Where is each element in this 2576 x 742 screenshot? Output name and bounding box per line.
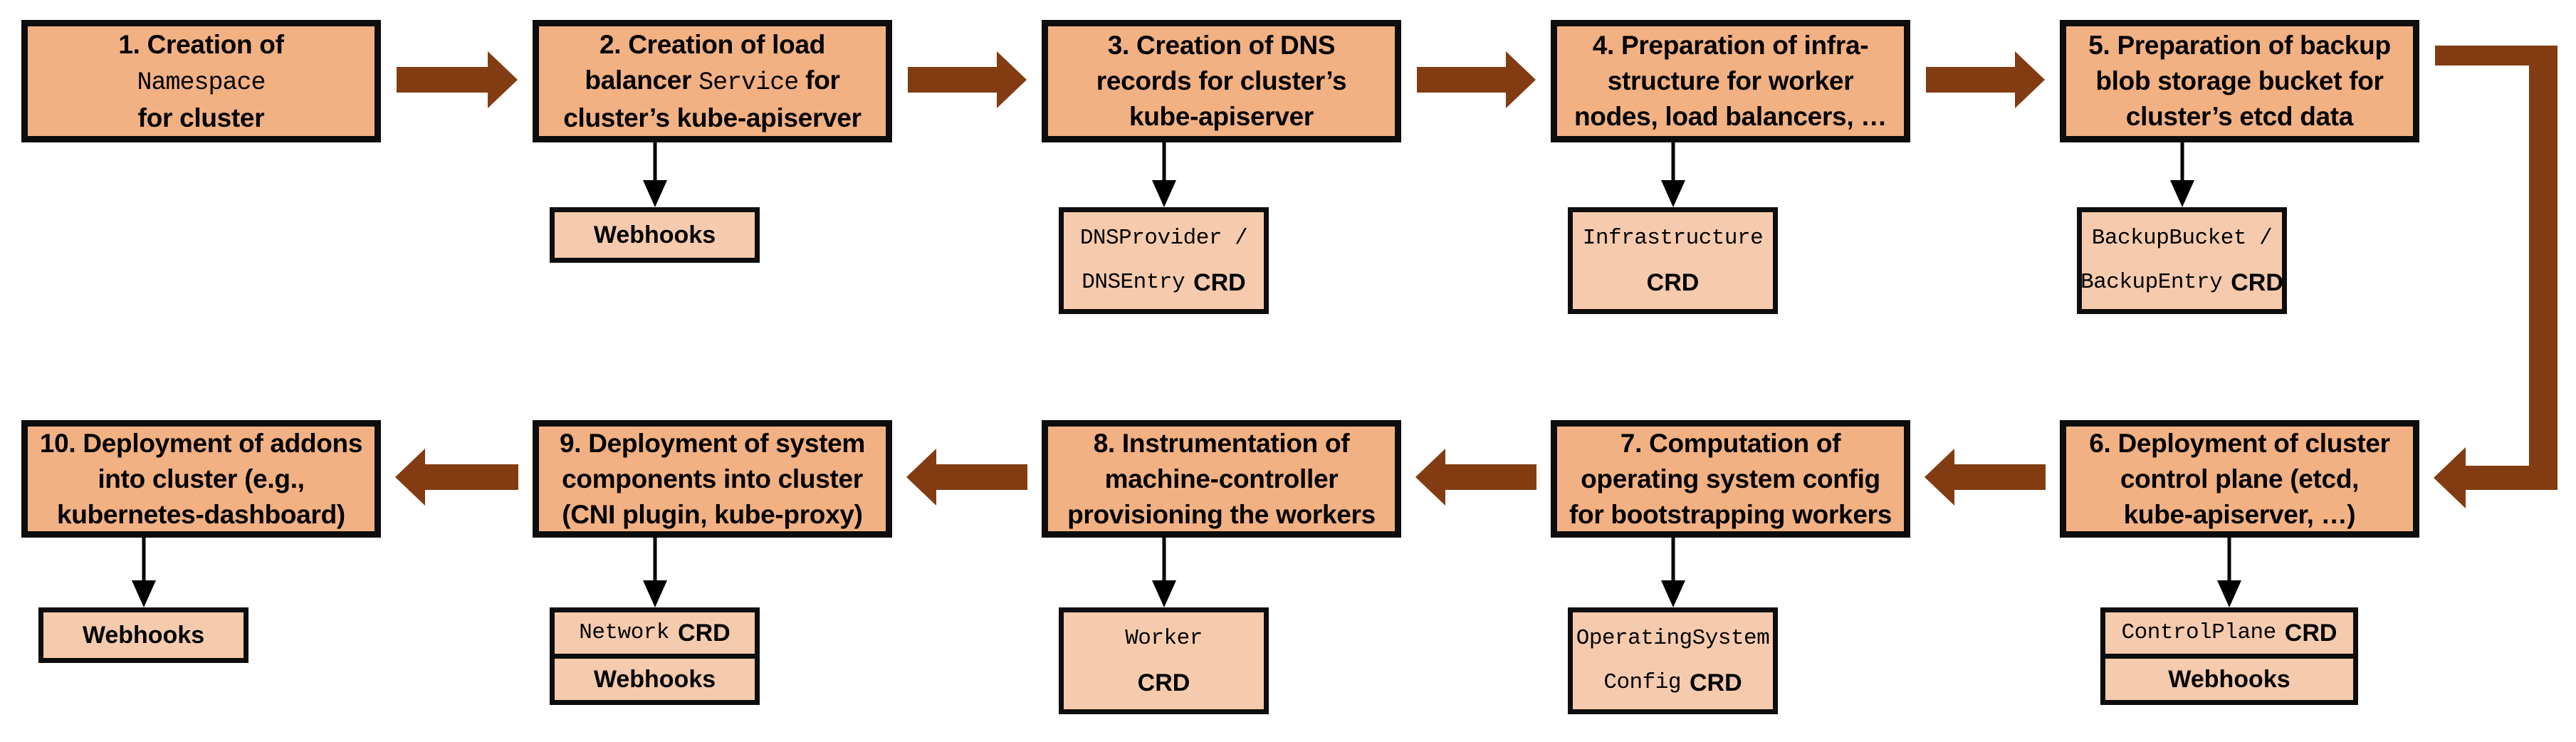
- namespace-code-text: Namespace: [137, 68, 266, 97]
- step-8-box: 8. Instrumentation of machine-controller…: [1042, 420, 1401, 538]
- step-9-line-3: (CNI plugin, kube-proxy): [562, 499, 863, 529]
- step-10-box: 10. Deployment of addons into cluster (e…: [21, 420, 381, 538]
- connector-step10-webhooks-icon: [132, 536, 156, 607]
- step-4-box: 4. Preparation of infra- structure for w…: [1551, 20, 1910, 142]
- flow-arrow-step9-to-step10-icon: [395, 449, 518, 506]
- step-9-line-1: 9. Deployment of system: [559, 428, 865, 458]
- dnsprovider-label: DNSProvider /: [1079, 226, 1248, 251]
- step-5-label: 5. Preparation of backup blob storage bu…: [2088, 28, 2391, 135]
- step-1-label: 1. Creation of Namespace for cluster: [118, 27, 284, 136]
- step-6-line-2: control plane (etcd,: [2120, 464, 2360, 493]
- step-5-line-3: cluster’s etcd data: [2125, 102, 2354, 131]
- worker-crd-box: Worker CRD: [1059, 607, 1269, 714]
- webhooks-label: Webhooks: [593, 666, 716, 693]
- flow-arrow-step3-to-step4-icon: [1417, 51, 1536, 108]
- step-6-line-3: kube-apiserver, …): [2123, 499, 2356, 529]
- connector-step4-infrastructure-crd-icon: [1661, 141, 1685, 207]
- step-10-line-3: kubernetes-dashboard): [57, 499, 345, 529]
- connector-step2-webhooks-icon: [643, 141, 667, 207]
- infrastructure-label: Infrastructure: [1582, 226, 1764, 251]
- worker-label: Worker: [1125, 626, 1203, 651]
- connector-step3-dns-crd-icon: [1152, 141, 1176, 207]
- step-6-line-1: 6. Deployment of cluster: [2089, 428, 2390, 458]
- step-9-label: 9. Deployment of system components into …: [560, 426, 865, 533]
- step-2-label: 2. Creation of load balancer Service for…: [563, 27, 862, 136]
- step-6-box: 6. Deployment of cluster control plane (…: [2060, 420, 2419, 538]
- step-8-label: 8. Instrumentation of machine-controller…: [1067, 426, 1376, 533]
- step-8-line-2: machine-controller: [1104, 464, 1339, 493]
- worker-crd-label: CRD: [1137, 669, 1190, 696]
- step-1-line-2: Namespace: [118, 63, 283, 100]
- flow-arrow-step4-to-step5-icon: [1926, 51, 2045, 108]
- connector-step6-controlplane-crd-icon: [2217, 536, 2241, 607]
- webhooks-label: Webhooks: [82, 622, 205, 649]
- step-6-label: 6. Deployment of cluster control plane (…: [2089, 426, 2390, 533]
- step-2-line-3: cluster’s kube-apiserver: [563, 103, 862, 132]
- step-10-line-2: into cluster (e.g.,: [98, 464, 305, 493]
- step-6-webhooks-box: Webhooks: [2100, 654, 2358, 705]
- step-7-box: 7. Computation of operating system confi…: [1551, 420, 1910, 538]
- step-7-line-1: 7. Computation of: [1620, 428, 1841, 458]
- flow-arrow-step8-to-step9-icon: [906, 449, 1027, 506]
- connector-step8-worker-crd-icon: [1152, 536, 1176, 607]
- step-5-box: 5. Preparation of backup blob storage bu…: [2060, 20, 2419, 142]
- step-5-line-2: blob storage bucket for: [2095, 66, 2384, 95]
- flow-arrow-step1-to-step2-icon: [397, 51, 518, 108]
- step-1-line-3: for cluster: [137, 103, 265, 132]
- step-1-box: 1. Creation of Namespace for cluster: [21, 20, 381, 142]
- step-10-webhooks-box: Webhooks: [38, 607, 248, 663]
- step-3-label: 3. Creation of DNS records for cluster’s…: [1096, 28, 1347, 135]
- step-4-line-3: nodes, load balancers, …: [1574, 102, 1887, 131]
- step-4-line-1: 4. Preparation of infra-: [1592, 31, 1869, 60]
- infrastructure-crd-label: CRD: [1646, 269, 1700, 296]
- step-2-line-2: balancer Service for: [585, 65, 840, 97]
- step-9-box: 9. Deployment of system components into …: [533, 420, 892, 538]
- step-9-webhooks-box: Webhooks: [550, 654, 760, 705]
- step-8-line-1: 8. Instrumentation of: [1093, 428, 1350, 458]
- step-9-line-2: components into cluster: [562, 464, 863, 493]
- step-3-line-2: records for cluster’s: [1096, 66, 1347, 95]
- step-3-box: 3. Creation of DNS records for cluster’s…: [1042, 20, 1401, 142]
- flow-arrow-step5-to-step6-elbow-icon: [2434, 46, 2557, 508]
- step-3-line-3: kube-apiserver: [1129, 102, 1314, 131]
- step-7-line-2: operating system config: [1581, 464, 1880, 493]
- step-2-line-1: 2. Creation of load: [599, 29, 826, 59]
- flow-arrow-step2-to-step3-icon: [908, 51, 1027, 108]
- flow-arrow-step7-to-step8-icon: [1415, 449, 1536, 506]
- step-3-line-1: 3. Creation of DNS: [1107, 31, 1336, 60]
- step-2-webhooks-box: Webhooks: [550, 207, 760, 263]
- service-code-text: Service: [698, 68, 799, 97]
- step-10-line-1: 10. Deployment of addons: [39, 428, 363, 458]
- operatingsystem-label: OperatingSystem: [1576, 626, 1770, 651]
- backupbucket-label: BackupBucket /: [2091, 226, 2273, 251]
- connector-step7-osc-crd-icon: [1661, 536, 1685, 607]
- webhooks-label: Webhooks: [2168, 666, 2290, 693]
- step-4-label: 4. Preparation of infra- structure for w…: [1574, 28, 1887, 135]
- step-8-line-3: provisioning the workers: [1067, 499, 1376, 529]
- step-7-line-3: for bootstrapping workers: [1569, 499, 1892, 529]
- webhooks-label: Webhooks: [593, 221, 716, 249]
- connector-step5-backup-crd-icon: [2170, 141, 2194, 207]
- step-4-line-2: structure for worker: [1607, 66, 1854, 95]
- step-5-line-1: 5. Preparation of backup: [2088, 31, 2391, 60]
- step-7-label: 7. Computation of operating system confi…: [1569, 426, 1892, 533]
- connector-step9-network-crd-icon: [643, 536, 667, 607]
- step-1-line-1: 1. Creation of: [118, 29, 284, 59]
- step-2-box: 2. Creation of load balancer Service for…: [533, 20, 892, 142]
- flow-arrow-step6-to-step7-icon: [1925, 449, 2046, 506]
- step-10-label: 10. Deployment of addons into cluster (e…: [39, 426, 363, 533]
- infrastructure-crd-box: Infrastructure CRD: [1568, 207, 1778, 314]
